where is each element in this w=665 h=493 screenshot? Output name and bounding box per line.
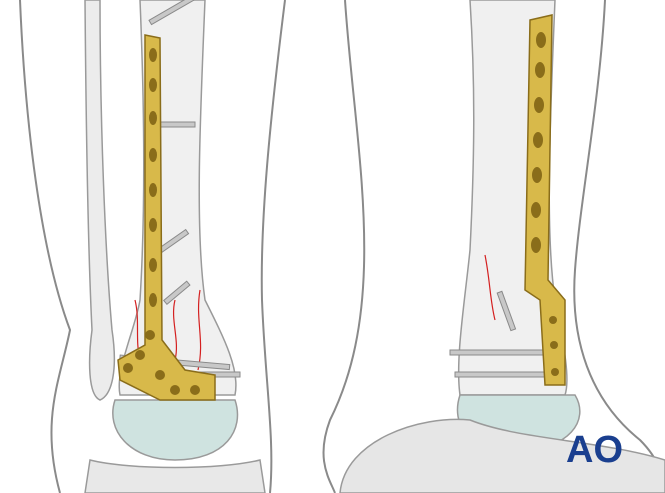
foot-bones [84,459,266,493]
lateral-view [322,0,665,493]
leg-outline-left [19,0,72,493]
ao-logo: AO [566,429,623,471]
foot-lateral [339,418,665,493]
leg-outline-right [260,0,286,493]
plate-holes-ap [123,48,200,395]
leg-outline-front [573,0,665,493]
plate-holes-lateral [531,32,559,376]
fibula [84,0,116,401]
ap-view [19,0,286,493]
ao-logo-text: AO [566,429,623,471]
tibia [118,0,237,396]
talus [112,399,239,461]
leg-outline-back [322,0,366,493]
